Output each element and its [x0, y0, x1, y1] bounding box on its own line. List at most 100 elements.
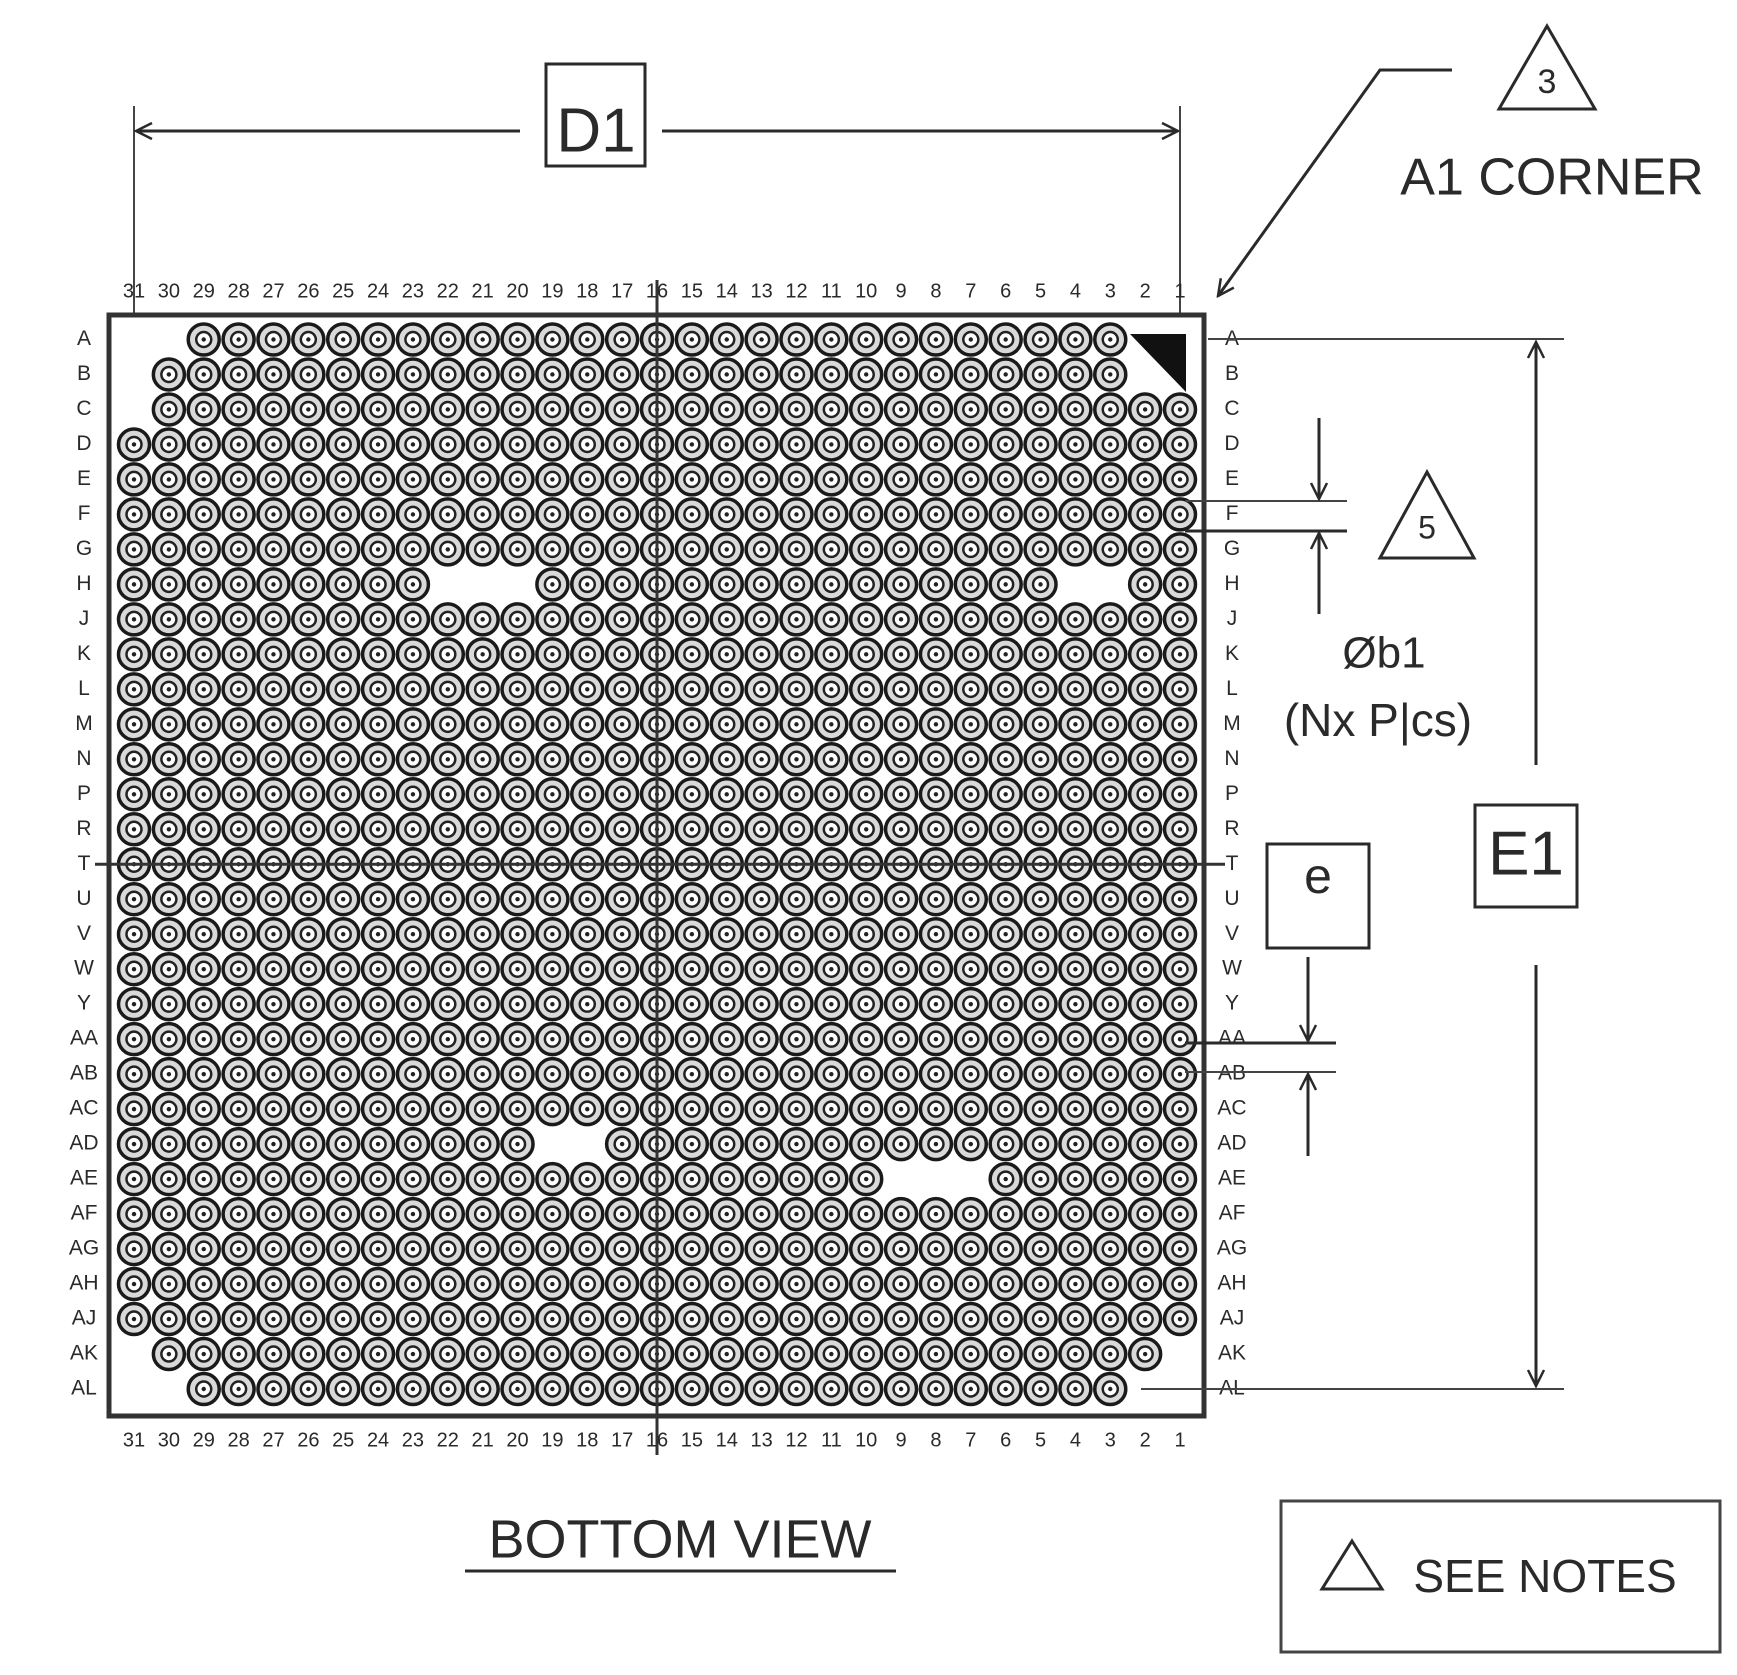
- solder-ball-U6: [988, 881, 1023, 917]
- top-column-label: 6: [1000, 280, 1011, 302]
- solder-ball-M12: [779, 707, 814, 742]
- solder-ball-K18: [570, 637, 605, 672]
- solder-ball-J24: [360, 602, 396, 637]
- solder-ball-V30: [151, 916, 187, 952]
- solder-ball-P13: [744, 777, 779, 812]
- solder-ball-F4: [1058, 497, 1093, 532]
- solder-ball-AF6: [988, 1196, 1023, 1232]
- solder-ball-AJ20: [500, 1301, 535, 1337]
- left-row-label: R: [76, 817, 91, 840]
- solder-ball-AA8: [918, 1021, 954, 1057]
- solder-ball-H23: [395, 567, 431, 602]
- right-row-label: J: [1227, 607, 1238, 630]
- solder-ball-K14: [709, 637, 744, 672]
- solder-ball-M24: [360, 707, 396, 742]
- solder-ball-F19: [535, 497, 570, 532]
- solder-ball-E13: [744, 462, 779, 497]
- right-row-label: AG: [1217, 1237, 1247, 1260]
- solder-ball-V21: [465, 916, 500, 952]
- solder-ball-AB23: [395, 1056, 431, 1092]
- solder-ball-W8: [918, 951, 954, 987]
- solder-ball-C21: [465, 392, 500, 427]
- solder-ball-K12: [779, 637, 814, 672]
- solder-ball-B21: [465, 357, 500, 392]
- solder-ball-Y31: [116, 986, 152, 1022]
- solder-ball-U1: [1162, 881, 1198, 917]
- solder-ball-AG15: [674, 1231, 710, 1267]
- right-row-label: M: [1223, 712, 1241, 735]
- solder-ball-P11: [814, 777, 849, 812]
- solder-ball-R17: [604, 812, 640, 847]
- solder-ball-AG21: [465, 1231, 500, 1267]
- solder-ball-F7: [953, 497, 989, 532]
- bottom-column-label: 27: [262, 1429, 284, 1451]
- solder-ball-V6: [988, 916, 1023, 952]
- bottom-column-label: 12: [785, 1429, 807, 1451]
- solder-ball-M30: [151, 707, 187, 742]
- solder-ball-D20: [500, 427, 535, 462]
- solder-ball-AE27: [256, 1161, 291, 1197]
- solder-ball-AG24: [360, 1231, 396, 1267]
- left-row-label: AL: [71, 1377, 97, 1400]
- solder-ball-A5: [1023, 322, 1058, 357]
- solder-ball-R26: [291, 812, 326, 847]
- solder-ball-V5: [1023, 916, 1058, 952]
- solder-ball-P6: [988, 777, 1023, 812]
- solder-ball-U3: [1093, 881, 1128, 917]
- solder-ball-P22: [430, 777, 466, 812]
- solder-ball-R22: [430, 812, 466, 847]
- solder-ball-D29: [186, 427, 221, 462]
- solder-ball-AA25: [325, 1021, 361, 1057]
- solder-ball-W22: [430, 951, 466, 987]
- solder-ball-AL10: [848, 1371, 884, 1407]
- solder-ball-AE22: [430, 1161, 466, 1197]
- solder-ball-AC7: [953, 1091, 989, 1127]
- solder-ball-U8: [918, 881, 954, 917]
- solder-ball-AD27: [256, 1126, 291, 1162]
- solder-ball-N3: [1093, 742, 1128, 777]
- solder-ball-AC8: [918, 1091, 954, 1127]
- solder-ball-M28: [221, 707, 256, 742]
- solder-ball-P29: [186, 777, 221, 812]
- solder-ball-P1: [1162, 777, 1198, 812]
- solder-ball-N23: [395, 742, 431, 777]
- solder-ball-Y4: [1058, 986, 1093, 1022]
- solder-ball-U25: [325, 881, 361, 917]
- solder-ball-F9: [883, 497, 919, 532]
- solder-ball-M4: [1058, 707, 1093, 742]
- solder-ball-AE13: [744, 1161, 779, 1197]
- solder-ball-AL12: [779, 1371, 814, 1407]
- solder-ball-F18: [570, 497, 605, 532]
- note-triangle-icon: [1319, 1538, 1385, 1591]
- top-column-label: 4: [1070, 280, 1081, 302]
- solder-ball-AD3: [1093, 1126, 1128, 1162]
- bottom-column-label: 24: [367, 1429, 389, 1451]
- bottom-column-label: 17: [611, 1429, 633, 1451]
- solder-ball-C22: [430, 392, 466, 427]
- solder-ball-U14: [709, 881, 744, 917]
- left-row-label: U: [76, 887, 91, 910]
- solder-ball-J18: [570, 602, 605, 637]
- solder-ball-R3: [1093, 812, 1128, 847]
- left-row-label: A: [77, 327, 91, 350]
- left-row-label: T: [78, 852, 91, 875]
- solder-ball-F15: [674, 497, 710, 532]
- solder-ball-D15: [674, 427, 710, 462]
- bottom-column-label: 8: [930, 1429, 941, 1451]
- solder-ball-E27: [256, 462, 291, 497]
- solder-ball-G20: [500, 532, 535, 567]
- solder-ball-AJ25: [325, 1301, 361, 1337]
- solder-ball-AA9: [883, 1021, 919, 1057]
- solder-ball-A10: [848, 322, 884, 357]
- solder-ball-AE2: [1127, 1161, 1163, 1197]
- solder-ball-H12: [779, 567, 814, 602]
- solder-ball-A29: [186, 322, 221, 357]
- solder-ball-J19: [535, 602, 570, 637]
- solder-ball-AA10: [848, 1021, 884, 1057]
- solder-ball-A22: [430, 322, 466, 357]
- solder-ball-N5: [1023, 742, 1058, 777]
- solder-ball-AC20: [500, 1091, 535, 1127]
- solder-ball-C26: [291, 392, 326, 427]
- solder-ball-U9: [883, 881, 919, 917]
- top-column-label: 11: [821, 280, 842, 302]
